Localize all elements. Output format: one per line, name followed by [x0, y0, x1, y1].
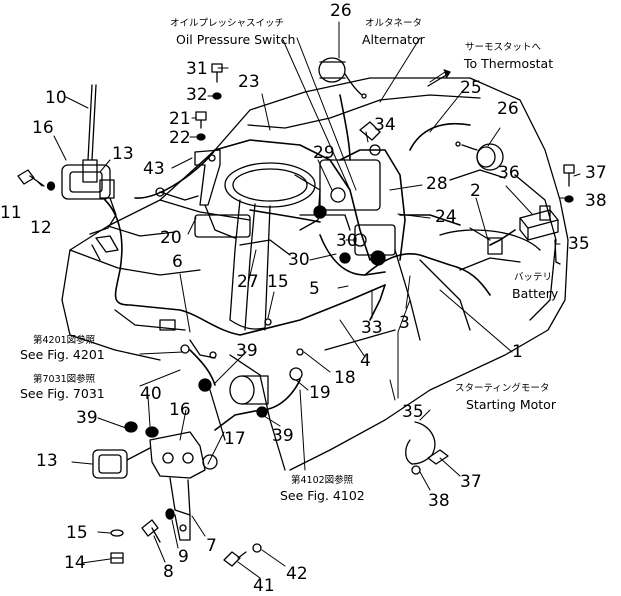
part-number: 23: [238, 72, 260, 92]
part-number: 6: [172, 252, 183, 272]
part-number: 13: [36, 451, 58, 471]
part-number: 26: [330, 1, 352, 21]
part-number: 39: [272, 426, 294, 446]
part-number: 1: [512, 342, 523, 362]
alternator-ja: オルタネータ: [365, 18, 423, 29]
part-number: 14: [64, 553, 86, 573]
see-fig-4201-en: See Fig. 4201: [20, 347, 105, 362]
bracket-20-43: [155, 149, 221, 206]
part-number: 43: [143, 159, 165, 179]
starting-motor-ja: スターティングモータ: [455, 383, 550, 394]
lamp-26-right: [455, 141, 504, 171]
bolt-11: [17, 169, 56, 191]
battery-ja: バッテリ: [514, 272, 553, 283]
part-number: 20: [160, 228, 182, 248]
harness-wires: [104, 94, 516, 431]
part-number: 21: [169, 109, 191, 129]
part-number: 39: [236, 341, 258, 361]
part-number: 8: [163, 562, 174, 582]
part-number: 37: [460, 472, 482, 492]
part-number: 5: [309, 279, 320, 299]
part-number: 16: [169, 400, 191, 420]
arrow-to-thermostat: [427, 69, 451, 87]
part-number: 10: [45, 88, 67, 108]
see-fig-4201-ja: 第4201図参照: [33, 335, 96, 346]
part-number: 35: [402, 402, 424, 422]
part-number: 30: [336, 231, 358, 251]
battery-en: Battery: [512, 286, 559, 301]
part-number: 15: [267, 272, 289, 292]
seat-and-steering: [194, 159, 381, 331]
starter-and-lamp-lower: [159, 318, 304, 418]
part-number: 27: [237, 272, 259, 292]
part-number: 42: [286, 564, 308, 584]
see-fig-7031-ja: 第7031図参照: [33, 374, 96, 385]
battery-relay: [469, 205, 561, 265]
clamp-35-lower: [405, 421, 449, 475]
to-thermostat-en: To Thermostat: [464, 56, 554, 71]
see-fig-4102-en: See Fig. 4102: [280, 488, 365, 503]
part-number: 22: [169, 128, 191, 148]
part-number: 19: [309, 383, 331, 403]
see-fig-4102-ja: 第4102図参照: [291, 475, 354, 486]
bolts-31-32-21-22: [195, 63, 223, 141]
bolt-41-washer-42: [223, 543, 262, 567]
part-number: 33: [361, 318, 383, 338]
part-number: 16: [32, 118, 54, 138]
part-number: 41: [253, 576, 275, 596]
oil-pressure-switch-ja: オイルプレッシャスイッチ: [170, 18, 285, 29]
part-number: 30: [288, 250, 310, 270]
machine-body-outline: [61, 77, 569, 471]
to-thermostat-ja: サーモスタットへ: [465, 42, 542, 53]
part-number: 24: [435, 207, 457, 227]
starting-motor-en: Starting Motor: [466, 397, 556, 412]
part-number: 7: [206, 536, 217, 556]
part-number: 28: [426, 174, 448, 194]
part-number: 11: [0, 203, 22, 223]
leader-lines: [35, 21, 581, 579]
part-number: 26: [497, 99, 519, 119]
part-number: 3: [399, 313, 410, 333]
part-number: 36: [498, 163, 520, 183]
part-number: 38: [585, 191, 607, 211]
alternator-area: [299, 121, 396, 266]
part-number: 2: [470, 181, 481, 201]
oil-pressure-switch-en: Oil Pressure Switch: [176, 32, 296, 47]
alternator-en: Alternator: [362, 32, 425, 47]
part-number: 15: [66, 523, 88, 543]
part-number: 31: [186, 59, 208, 79]
part-number: 32: [186, 85, 208, 105]
antenna: [82, 84, 98, 183]
part-number: 29: [313, 143, 335, 163]
work-lamp-lower: [92, 447, 151, 479]
see-fig-7031-en: See Fig. 7031: [20, 386, 105, 401]
part-number: 18: [334, 368, 356, 388]
part-number: 37: [585, 163, 607, 183]
part-number: 25: [460, 78, 482, 98]
part-number: 35: [568, 234, 590, 254]
bolt-8-washer-9: [141, 508, 175, 543]
part-number: 17: [224, 429, 246, 449]
rubber-cushions: [124, 421, 159, 438]
part-number: 39: [76, 408, 98, 428]
part-number: 40: [140, 384, 162, 404]
part-number: 9: [178, 547, 189, 567]
bolt-37-upper: [563, 164, 575, 203]
work-lamp-upper: [61, 164, 119, 261]
part-number: 13: [112, 144, 134, 164]
part-number: 4: [360, 351, 371, 371]
part-number: 38: [428, 491, 450, 511]
hardware-15-14: [110, 529, 124, 564]
part-number: 34: [374, 115, 396, 135]
lamp-26-top: [318, 57, 367, 99]
lamp-bracket-lower: [149, 431, 218, 541]
part-number: 12: [30, 218, 52, 238]
